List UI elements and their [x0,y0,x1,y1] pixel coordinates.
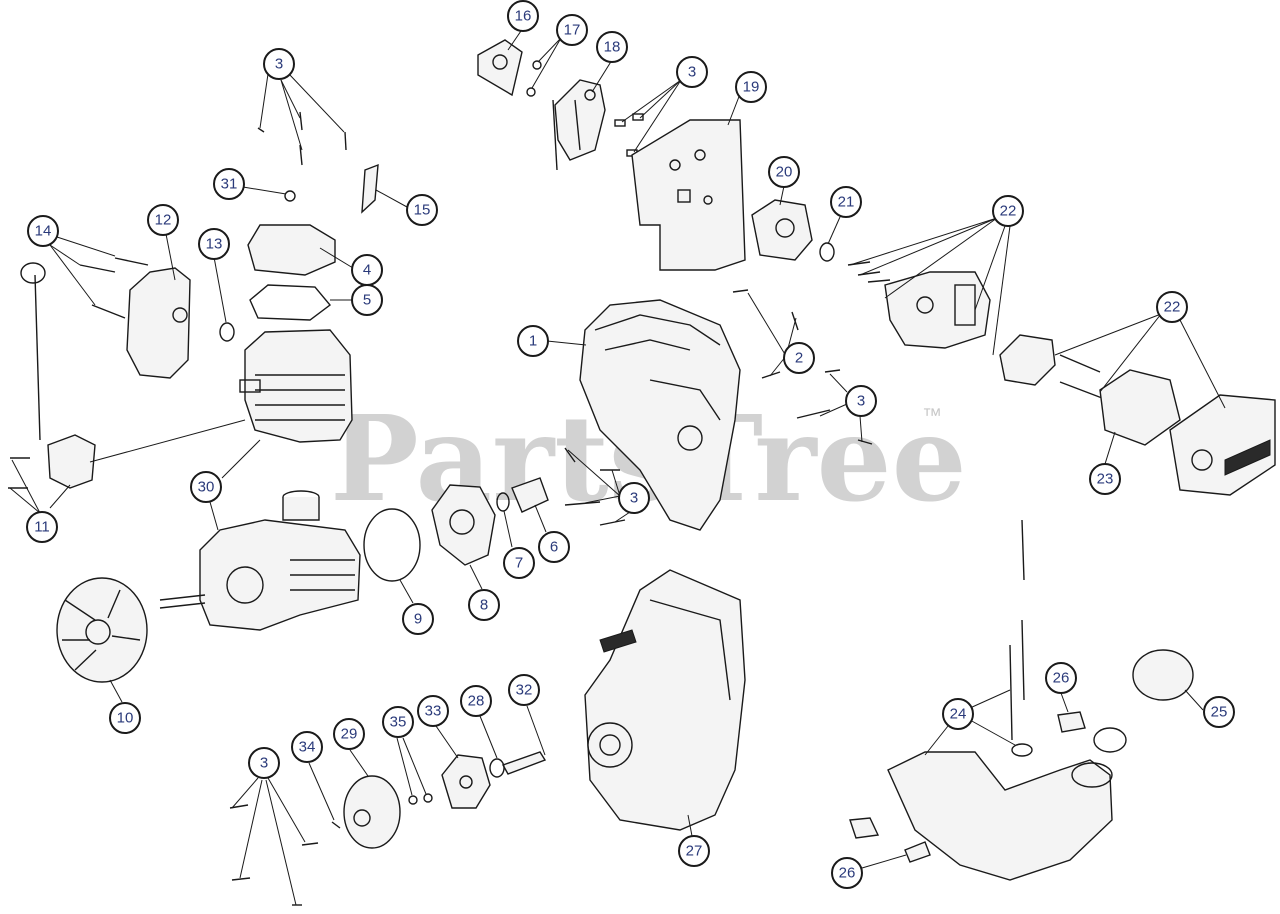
callout-13: 13 [198,228,230,260]
callout-15: 15 [406,194,438,226]
svg-text:18: 18 [604,39,621,56]
callout-31: 31 [213,168,245,200]
svg-text:17: 17 [564,22,581,39]
callout-28: 28 [460,685,492,717]
svg-text:19: 19 [743,79,760,96]
callout-14: 14 [27,215,59,247]
svg-text:24: 24 [950,706,967,723]
svg-text:15: 15 [414,202,431,219]
svg-text:3: 3 [688,64,696,81]
callout-16: 16 [507,0,539,32]
callout-35: 35 [382,706,414,738]
callout-3: 3 [263,48,295,80]
svg-text:10: 10 [117,710,134,727]
svg-text:33: 33 [425,703,442,720]
callout-32: 32 [508,674,540,706]
svg-text:23: 23 [1097,471,1114,488]
svg-text:8: 8 [480,597,488,614]
callout-30: 30 [190,471,222,503]
svg-text:29: 29 [341,726,358,743]
callout-22: 22 [1156,291,1188,323]
svg-text:6: 6 [550,539,558,556]
svg-text:9: 9 [414,611,422,628]
callout-23: 23 [1089,463,1121,495]
svg-text:21: 21 [838,194,855,211]
svg-text:26: 26 [1053,670,1070,687]
svg-text:26: 26 [839,865,856,882]
callout-12: 12 [147,204,179,236]
callout-7: 7 [503,547,535,579]
callout-3: 3 [676,56,708,88]
callout-9: 9 [402,603,434,635]
callout-3: 3 [618,482,650,514]
callout-24: 24 [942,698,974,730]
trademark-symbol: ™ [922,405,942,427]
callout-1: 1 [517,325,549,357]
svg-text:22: 22 [1000,203,1017,220]
callout-6: 6 [538,531,570,563]
callout-10: 10 [109,702,141,734]
svg-text:27: 27 [686,843,703,860]
callout-22: 22 [992,195,1024,227]
svg-text:3: 3 [275,56,283,73]
svg-text:4: 4 [363,262,371,279]
callout-3: 3 [845,385,877,417]
part-shapes [8,39,1276,906]
svg-text:13: 13 [206,236,223,253]
callout-20: 20 [768,156,800,188]
callout-11: 11 [26,511,58,543]
callout-25: 25 [1203,696,1235,728]
svg-text:14: 14 [35,223,52,240]
callout-27: 27 [678,835,710,867]
svg-text:3: 3 [260,755,268,772]
svg-text:32: 32 [516,682,533,699]
callout-18: 18 [596,31,628,63]
svg-text:25: 25 [1211,704,1228,721]
svg-text:3: 3 [857,393,865,410]
svg-text:1: 1 [529,333,537,350]
svg-text:7: 7 [515,555,523,572]
svg-text:30: 30 [198,479,215,496]
callout-33: 33 [417,695,449,727]
callout-5: 5 [351,284,383,316]
svg-text:20: 20 [776,164,793,181]
svg-text:31: 31 [221,176,238,193]
callout-8: 8 [468,589,500,621]
callout-19: 19 [735,71,767,103]
svg-text:28: 28 [468,693,485,710]
svg-text:34: 34 [299,739,316,756]
callout-21: 21 [830,186,862,218]
svg-text:5: 5 [363,292,371,309]
callout-3: 3 [248,747,280,779]
svg-text:16: 16 [515,8,532,25]
svg-text:2: 2 [795,350,803,367]
callout-17: 17 [556,14,588,46]
callout-29: 29 [333,718,365,750]
callout-34: 34 [291,731,323,763]
svg-text:12: 12 [155,212,172,229]
svg-text:22: 22 [1164,299,1181,316]
callout-2: 2 [783,342,815,374]
callouts: 16 17 18 3 19 3 31 15 20 21 22 14 12 13 … [26,0,1235,889]
callout-26: 26 [831,857,863,889]
svg-text:3: 3 [630,490,638,507]
callout-4: 4 [351,254,383,286]
svg-text:35: 35 [390,714,407,731]
svg-text:11: 11 [34,519,50,536]
callout-26: 26 [1045,662,1077,694]
